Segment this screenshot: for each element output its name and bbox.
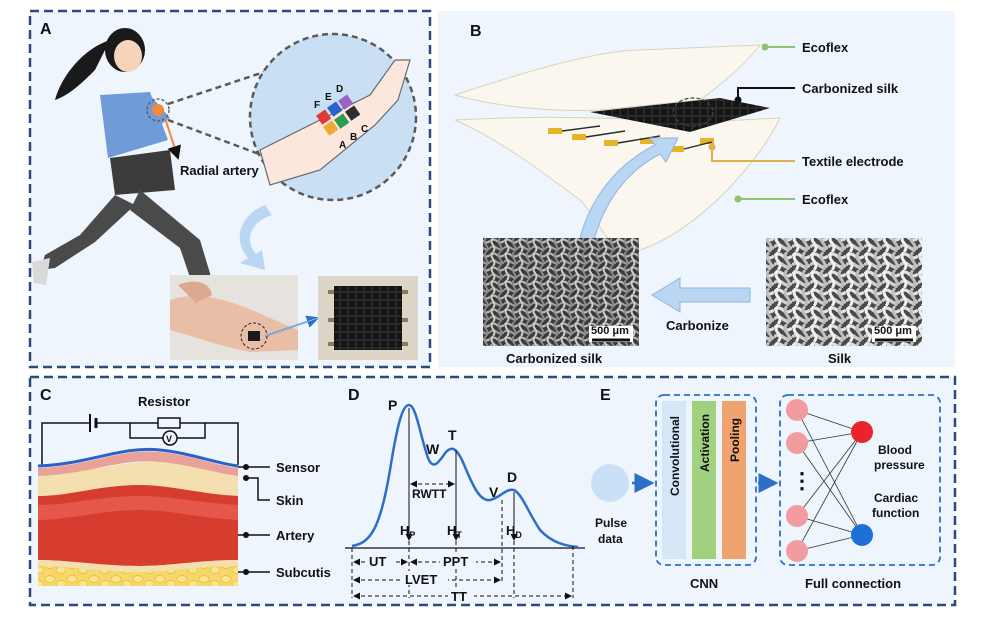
cnn-box <box>655 394 757 566</box>
measurement-circuit <box>41 414 239 465</box>
wrist-zoom <box>248 32 418 202</box>
activation-layer <box>692 401 716 559</box>
layer-label-ecoflex-top: Ecoflex <box>802 40 849 55</box>
sensor-letter-b: B <box>350 132 357 143</box>
voltmeter-label: V <box>166 434 172 444</box>
assembly-arrow <box>579 137 679 241</box>
pooling-label: Pooling <box>728 418 742 462</box>
panel-b-letter: B <box>470 23 482 40</box>
panel-a-letter: A <box>40 21 52 38</box>
peak-label-w: W <box>426 441 440 457</box>
cnn-label: CNN <box>690 576 718 591</box>
output-label-pressure: pressure <box>874 458 925 472</box>
callout-line-textile-electrode <box>711 147 795 162</box>
convolutional-layer <box>662 401 686 559</box>
layer-label-textile-electrode: Textile electrode <box>802 154 904 169</box>
peak-label-p: P <box>388 397 397 413</box>
neuron-ellipsis: ⋮ <box>791 468 813 493</box>
output-label-blood: Blood <box>878 443 912 457</box>
height-label-t: HT <box>447 523 462 540</box>
carbonize-arrow <box>651 277 751 313</box>
top-ecoflex-layer <box>453 44 762 111</box>
sensor-layer <box>37 447 239 468</box>
skin-pointer <box>246 477 270 501</box>
rwtt-label: RWTT <box>412 487 447 501</box>
textile-electrodes <box>548 125 714 152</box>
output-neuron-blood-pressure <box>851 421 873 443</box>
sensor-letter-f: F <box>314 100 320 111</box>
sensor-letter-c: C <box>361 124 368 135</box>
panel-a: A Radial artery <box>28 9 432 369</box>
tissue-label-artery: Artery <box>276 528 315 543</box>
wrist-photo <box>170 275 298 360</box>
curved-arrow <box>239 205 272 270</box>
silk-caption: Silk <box>828 351 852 366</box>
full-connection-label: Full connection <box>805 576 901 591</box>
radial-artery-label: Radial artery <box>180 163 260 178</box>
panel-e-letter: E <box>600 387 611 404</box>
carbonized-silk-layer <box>590 98 770 132</box>
activation-label: Activation <box>698 414 712 472</box>
carbonize-label: Carbonize <box>666 318 729 333</box>
output-neuron-cardiac-function <box>851 524 873 546</box>
peak-label-t: T <box>448 427 457 443</box>
scale-bar-box-left <box>589 326 633 342</box>
peak-label-v: V <box>489 484 499 500</box>
hidden-neuron-4 <box>786 540 808 562</box>
panel-d: D P W T V D RWTT HP HT HD UT <box>345 387 585 604</box>
peak-label-d: D <box>507 469 517 485</box>
panel-e: E Pulse data Convolutional Activation Po… <box>591 387 941 591</box>
pulse-waveform <box>351 403 579 549</box>
interval-label-tt: TT <box>451 589 467 604</box>
layer-label-carbonized-silk: Carbonized silk <box>802 81 899 96</box>
radial-artery-marker <box>152 104 164 116</box>
convolutional-label: Convolutional <box>668 416 682 496</box>
pulse-data-label-line2: data <box>598 532 623 546</box>
panel-c-letter: C <box>40 387 52 404</box>
scale-bar-left: 500 μm <box>591 325 629 337</box>
callout-line-carbonized-silk <box>737 87 795 100</box>
interval-label-ppt: PPT <box>443 554 468 569</box>
tissue-label-skin: Skin <box>276 493 304 508</box>
hidden-neuron-2 <box>786 432 808 454</box>
panel-b: B Ecoflex Carbonized silk Textile electr… <box>438 11 955 367</box>
panel-d-letter: D <box>348 387 360 404</box>
sensor-letter-e: E <box>325 92 332 103</box>
output-label-cardiac: Cardiac <box>874 491 918 505</box>
tissue-label-subcutis: Subcutis <box>276 565 331 580</box>
sensor-photo <box>318 276 418 360</box>
tissue-cross-section <box>37 447 239 586</box>
fc-connections <box>796 409 863 552</box>
interval-label-ut: UT <box>369 554 386 569</box>
sensor-letter-d: D <box>336 84 343 95</box>
hidden-neuron-1 <box>786 399 808 421</box>
output-label-function: function <box>872 506 919 520</box>
tissue-label-sensor: Sensor <box>276 460 320 475</box>
scale-bar-right: 500 μm <box>874 325 912 337</box>
scale-bar-box-right <box>872 326 916 342</box>
pulse-data-label-line1: Pulse <box>595 516 627 530</box>
runner-illustration <box>32 28 232 302</box>
height-label-p: HP <box>400 523 415 540</box>
interval-label-lvet: LVET <box>405 572 437 587</box>
hidden-neuron-3 <box>786 505 808 527</box>
full-connection-box <box>779 394 941 566</box>
sensor-letter-a: A <box>339 140 346 151</box>
height-label-d: HD <box>506 523 522 540</box>
resistor-label: Resistor <box>138 394 190 409</box>
carbonized-silk-caption: Carbonized silk <box>506 351 603 366</box>
pooling-layer <box>722 401 746 559</box>
pulse-data-node <box>591 464 629 502</box>
layer-label-ecoflex-bottom: Ecoflex <box>802 192 849 207</box>
panel-c: C Resistor V Sensor Skin <box>37 387 331 586</box>
